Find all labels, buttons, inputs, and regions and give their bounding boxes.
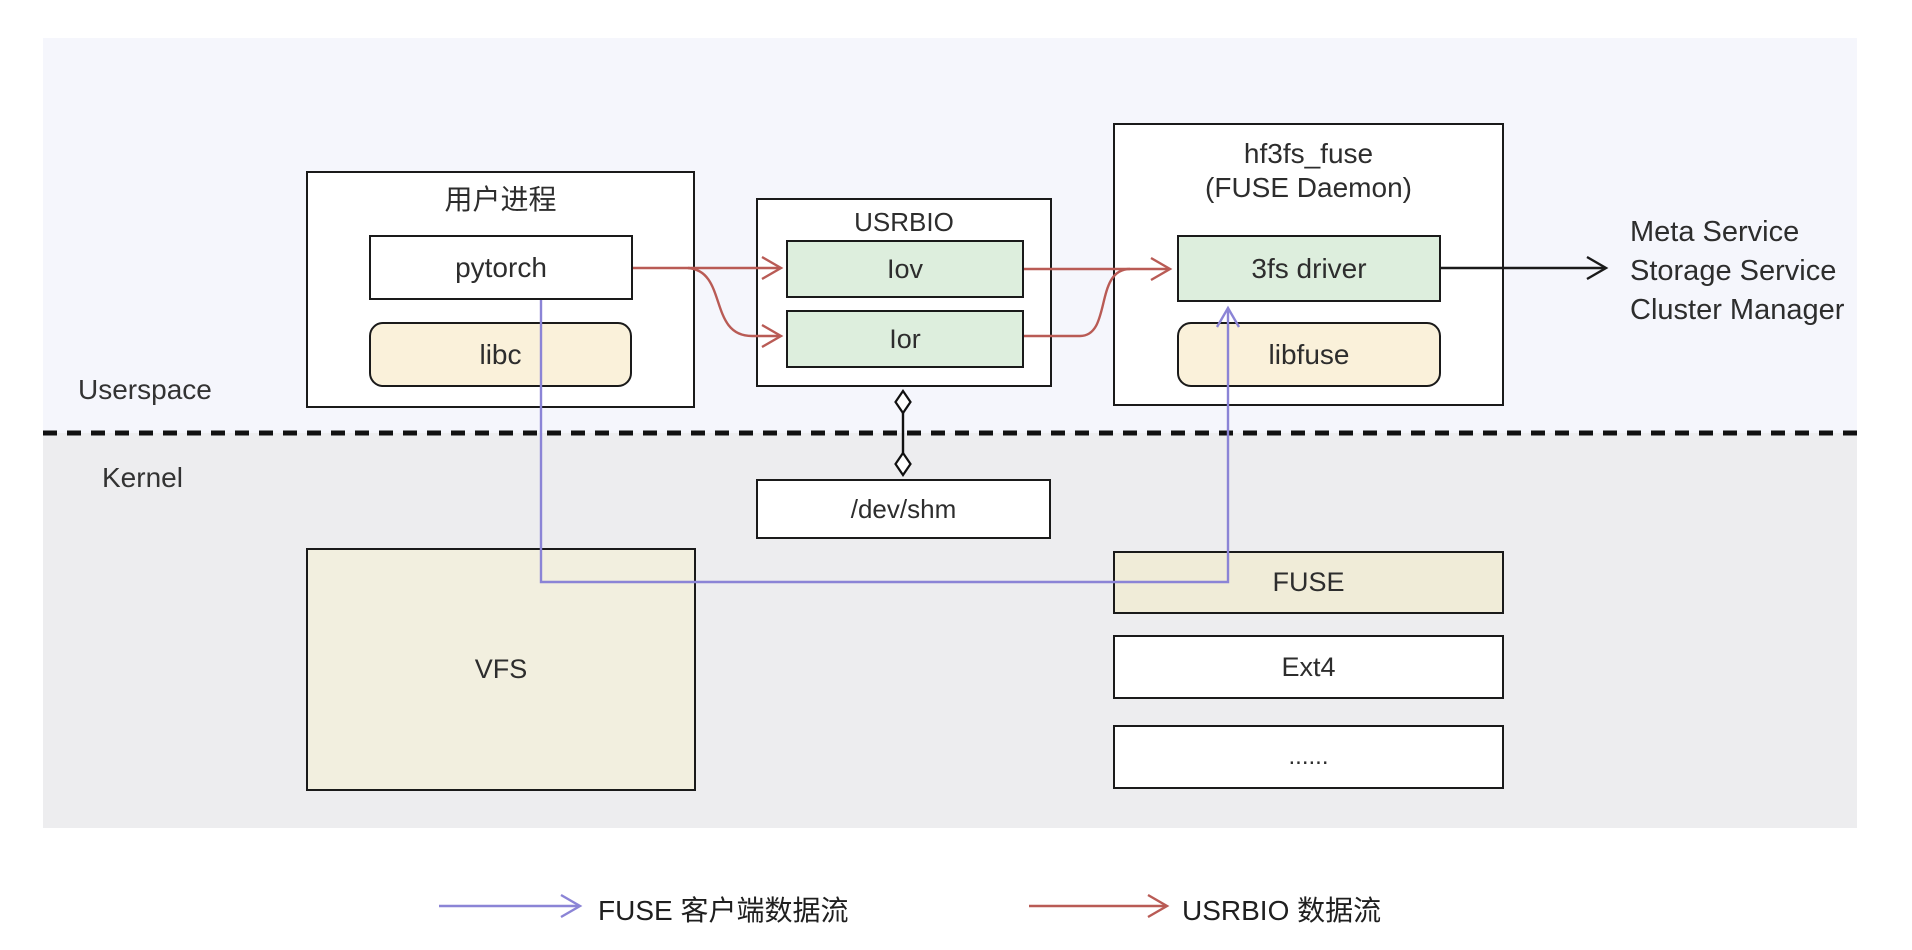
dev-shm-box: /dev/shm: [756, 479, 1051, 539]
service-storage: Storage Service: [1630, 255, 1837, 287]
pytorch-label: pytorch: [455, 251, 547, 283]
other-fs-label: ......: [1288, 743, 1329, 770]
kernel-fuse-label: FUSE: [1272, 567, 1345, 597]
libc-label: libc: [479, 338, 522, 370]
user-process-title: 用户进程: [444, 184, 557, 215]
iov-box: Iov: [786, 240, 1024, 298]
fuse-daemon-title-line2: (FUSE Daemon): [1205, 172, 1412, 203]
kernel-label: Kernel: [102, 462, 183, 493]
ext4-box: Ext4: [1113, 635, 1504, 699]
dev-shm-label: /dev/shm: [850, 493, 957, 524]
service-meta: Meta Service: [1630, 216, 1800, 248]
libfuse-label: libfuse: [1268, 338, 1350, 370]
legend-fuse-flow-label: FUSE 客户端数据流: [598, 895, 849, 926]
ior-label: Ior: [889, 323, 921, 354]
libc-box: libc: [369, 322, 632, 387]
fuse-daemon-title: hf3fs_fuse (FUSE Daemon): [1113, 137, 1504, 205]
userspace-label: Userspace: [78, 374, 212, 405]
vfs-label: VFS: [474, 654, 528, 684]
legend-usrbio-flow-label: USRBIO 数据流: [1182, 895, 1382, 926]
usrbio-title: USRBIO: [854, 207, 954, 237]
3fs-driver-label: 3fs driver: [1251, 252, 1367, 284]
service-cluster: Cluster Manager: [1630, 294, 1845, 326]
pytorch-box: pytorch: [369, 235, 633, 300]
fuse-daemon-title-line1: hf3fs_fuse: [1243, 138, 1374, 169]
vfs-box: VFS: [306, 548, 696, 791]
ext4-label: Ext4: [1281, 651, 1336, 682]
other-fs-box: ......: [1113, 725, 1504, 789]
ior-box: Ior: [786, 310, 1024, 368]
kernel-fuse-box: FUSE: [1113, 551, 1504, 614]
iov-label: Iov: [886, 253, 924, 284]
libfuse-box: libfuse: [1177, 322, 1441, 387]
services-text: Meta Service Storage Service Cluster Man…: [1630, 213, 1844, 330]
3fs-driver-box: 3fs driver: [1177, 235, 1441, 302]
